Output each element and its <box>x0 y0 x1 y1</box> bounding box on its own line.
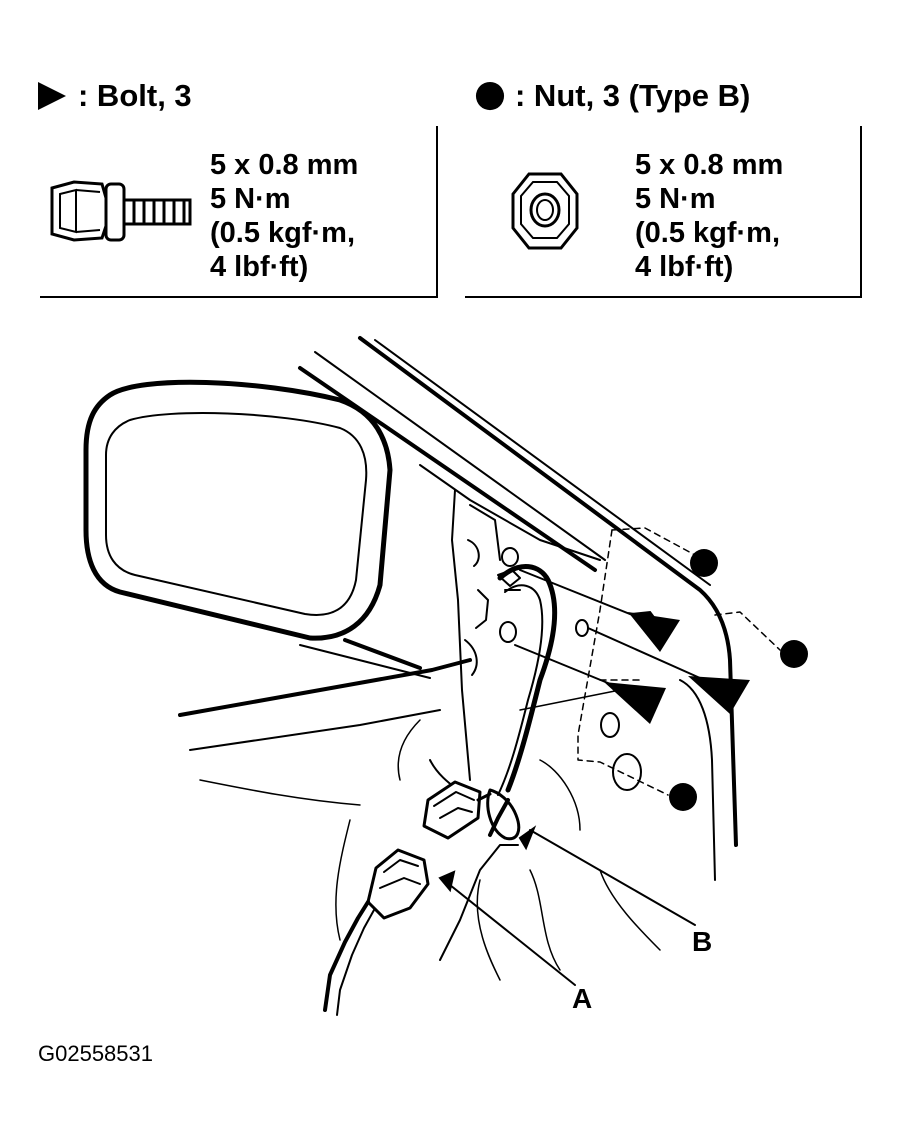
callout-label-a: A <box>572 983 593 1014</box>
door-side-connector <box>422 780 492 840</box>
bolt-spec-torque-kgf: (0.5 kgf·m, <box>210 217 356 249</box>
triangle-icon <box>38 82 66 110</box>
harness-connector-a <box>323 848 430 1016</box>
stud-alignment-lines <box>504 569 701 691</box>
dot-icon <box>475 81 505 111</box>
door-mirror <box>83 379 431 679</box>
bolt-legend-label: : Bolt, 3 <box>78 78 192 113</box>
bolt-icon <box>50 180 192 242</box>
nut-marker-1 <box>690 549 718 577</box>
bolt-spec-text: 5 x 0.8 mm 5 N·m (0.5 kgf·m, 4 lbf·ft) <box>210 148 358 284</box>
nut-spec-box: 5 x 0.8 mm 5 N·m (0.5 kgf·m, 4 lbf·ft) <box>465 126 862 298</box>
bolt-spec-box: 5 x 0.8 mm 5 N·m (0.5 kgf·m, 4 lbf·ft) <box>40 126 438 298</box>
nut-legend-title: : Nut, 3 (Type B) <box>475 78 750 114</box>
mount-panel-outline <box>577 527 781 796</box>
nut-spec-size: 5 x 0.8 mm <box>635 149 784 181</box>
bolt-marker-3 <box>604 682 666 724</box>
callout-label-b: B <box>692 926 713 957</box>
bolt-spec-torque: 5 N·m <box>210 183 291 215</box>
bolt-legend-title: : Bolt, 3 <box>38 78 192 114</box>
door-frame <box>178 336 738 981</box>
nut-legend-label: : Nut, 3 (Type B) <box>515 78 751 113</box>
figure-id: G02558531 <box>38 1041 153 1066</box>
nut-spec-torque-kgf: (0.5 kgf·m, <box>635 217 781 249</box>
bolt-spec-size: 5 x 0.8 mm <box>210 149 359 181</box>
callout-leaders <box>449 829 696 986</box>
nut-marker-3 <box>669 783 697 811</box>
nut-spec-torque: 5 N·m <box>635 183 716 215</box>
nut-spec-torque-lbf: 4 lbf·ft) <box>635 251 734 283</box>
nut-marker-2 <box>780 640 808 668</box>
bolt-spec-torque-lbf: 4 lbf·ft) <box>210 251 309 283</box>
bolt-marker-2 <box>688 676 750 714</box>
nut-icon <box>511 172 579 250</box>
wire-harness <box>439 564 558 961</box>
bolt-marker-1 <box>628 612 680 652</box>
nut-spec-text: 5 x 0.8 mm 5 N·m (0.5 kgf·m, 4 lbf·ft) <box>635 148 783 284</box>
